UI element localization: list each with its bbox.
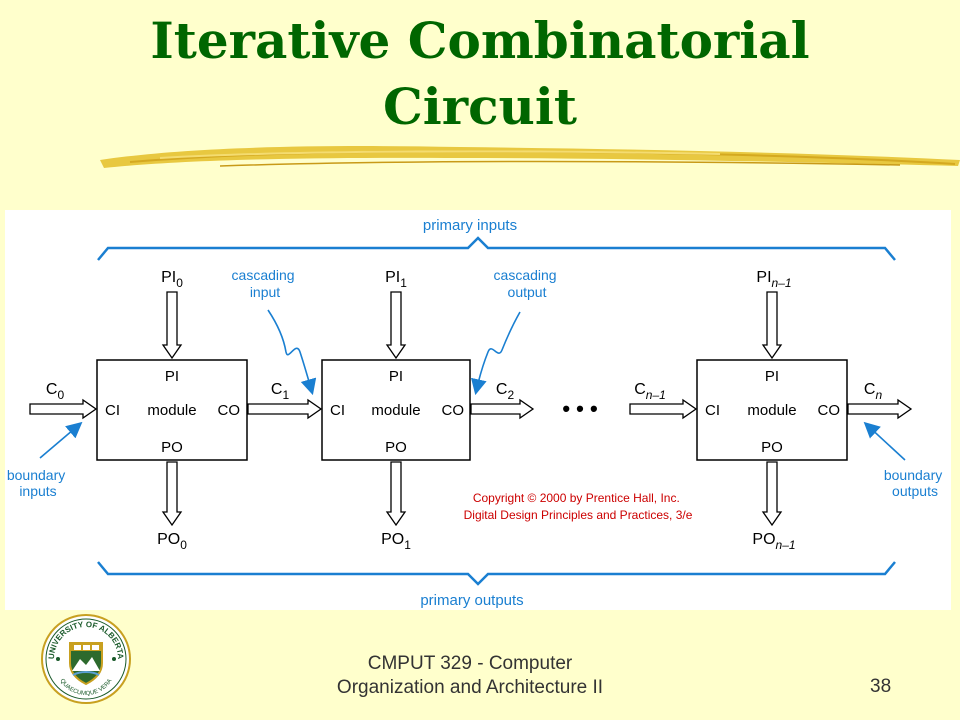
cascading-output-pointer <box>470 311 521 396</box>
c2-label: C2 <box>496 381 515 402</box>
cn-1-label: Cn–1 <box>634 381 666 402</box>
title-line-1: Iterative Combinatorial <box>150 11 810 70</box>
pi-0-label: PI0 <box>161 269 183 290</box>
boundary-inputs-label: boundary inputs <box>7 467 69 499</box>
primary-inputs-label: primary inputs <box>423 217 517 234</box>
boundary-outputs-label: boundary outputs <box>884 467 946 499</box>
university-logo: UNIVERSITY OF ALBERTA QUAECUMQUE VERA <box>41 614 131 704</box>
module-n-minus-1: PI CI module CO PO <box>696 359 848 461</box>
pi-0-arrow <box>161 291 183 360</box>
module-po-label: PO <box>761 439 783 456</box>
slide-footer: CMPUT 329 - Computer Organization and Ar… <box>290 652 650 700</box>
ellipsis: • • • <box>562 396 597 421</box>
module-pi-label: PI <box>389 368 403 385</box>
primary-outputs-bracket <box>97 561 896 586</box>
pi-1-arrow <box>385 291 407 360</box>
module-name-label: module <box>147 402 196 419</box>
footer-line-1: CMPUT 329 - Computer <box>367 653 573 674</box>
boundary-outputs-pointer <box>863 421 906 461</box>
c2-arrow <box>470 398 535 420</box>
c1-arrow <box>247 398 323 420</box>
po-n-1-label: POn–1 <box>752 531 795 552</box>
cn-label: Cn <box>864 381 883 402</box>
cn-arrow <box>847 398 913 420</box>
pi-n-1-arrow <box>761 291 783 360</box>
c0-arrow <box>29 398 98 420</box>
boundary-inputs-pointer <box>39 421 83 459</box>
c1-label: C1 <box>271 381 290 402</box>
cn-1-arrow <box>629 398 698 420</box>
footer-line-2: Organization and Architecture II <box>336 677 604 698</box>
module-name-label: module <box>371 402 420 419</box>
module-po-label: PO <box>161 439 183 456</box>
pi-1-label: PI1 <box>385 269 407 290</box>
page-number: 38 <box>870 676 892 697</box>
copyright-text: Copyright © 2000 by Prentice Hall, Inc. … <box>464 491 693 522</box>
cascading-input-pointer <box>267 309 317 396</box>
diagram-panel: primary inputs primary outputs PI CI mod… <box>5 210 951 610</box>
po-1-arrow <box>385 461 407 527</box>
cascading-input-label: cascading input <box>232 267 299 300</box>
cascading-output-label: cascading output <box>494 267 561 300</box>
pi-n-1-label: PIn–1 <box>756 269 791 290</box>
module-co-label: CO <box>818 402 841 419</box>
title-underline-brush <box>100 146 960 168</box>
module-po-label: PO <box>385 439 407 456</box>
po-1-label: PO1 <box>381 531 411 552</box>
primary-outputs-label: primary outputs <box>420 592 523 609</box>
module-ci-label: CI <box>330 402 345 419</box>
module-co-label: CO <box>442 402 465 419</box>
po-0-arrow <box>161 461 183 527</box>
po-0-label: PO0 <box>157 531 187 552</box>
module-1: PI CI module CO PO <box>321 359 471 461</box>
iterative-circuit-diagram: primary inputs primary outputs PI CI mod… <box>7 217 946 609</box>
title-line-2: Circuit <box>382 77 578 136</box>
primary-inputs-bracket <box>97 236 896 261</box>
module-0: PI CI module CO PO <box>96 359 248 461</box>
po-n-1-arrow <box>761 461 783 527</box>
module-ci-label: CI <box>105 402 120 419</box>
module-co-label: CO <box>218 402 241 419</box>
module-pi-label: PI <box>765 368 779 385</box>
module-ci-label: CI <box>705 402 720 419</box>
c0-label: C0 <box>46 381 65 402</box>
slide-title: Iterative Combinatorial Circuit <box>0 8 960 140</box>
module-pi-label: PI <box>165 368 179 385</box>
module-name-label: module <box>747 402 796 419</box>
